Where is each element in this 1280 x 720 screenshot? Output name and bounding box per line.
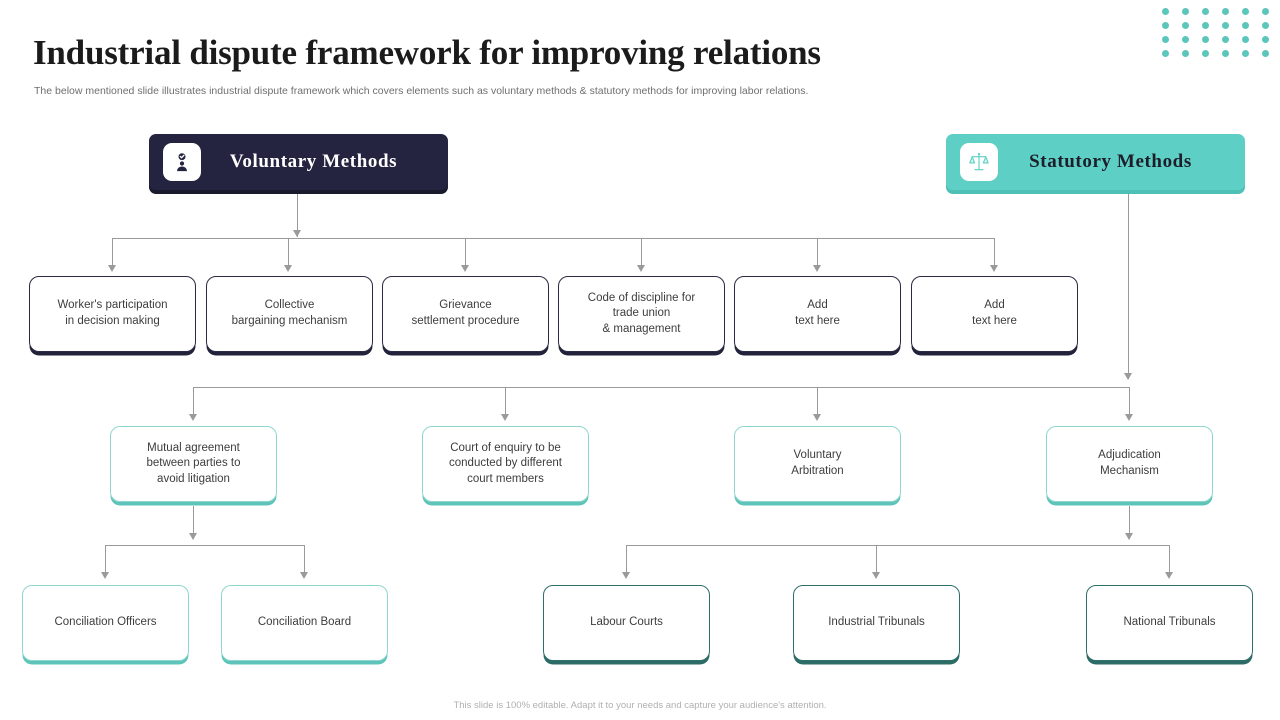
node-national-tribunals[interactable]: National Tribunals xyxy=(1086,585,1253,661)
decorative-dot xyxy=(1222,8,1229,15)
connector-conciliation-arrow-1 xyxy=(101,572,109,579)
connector-row1-arrow-1 xyxy=(108,265,116,272)
node-voluntary-1[interactable]: Worker's participation in decision makin… xyxy=(29,276,196,352)
category-voluntary-methods[interactable]: Voluntary Methods xyxy=(149,134,448,190)
connector-conciliation-stem-arrow xyxy=(189,533,197,540)
connector-row1-arrow-2 xyxy=(284,265,292,272)
node-industrial-tribunals[interactable]: Industrial Tribunals xyxy=(793,585,960,661)
connector-row2-arrow-1 xyxy=(189,414,197,421)
category-statutory-label: Statutory Methods xyxy=(1029,151,1192,172)
decorative-dot-grid xyxy=(1162,8,1280,64)
scales-of-justice-icon xyxy=(960,143,998,181)
connector-row1-drop-6 xyxy=(994,238,995,270)
node-labour-courts[interactable]: Labour Courts xyxy=(543,585,710,661)
node-voluntary-2[interactable]: Collective bargaining mechanism xyxy=(206,276,373,352)
connector-row2-drop-4 xyxy=(1129,387,1130,419)
connector-conciliation-drop-2 xyxy=(304,545,305,577)
node-conciliation-board[interactable]: Conciliation Board xyxy=(221,585,388,661)
node-statutory-1[interactable]: Mutual agreement between parties to avoi… xyxy=(110,426,277,502)
person-check-icon xyxy=(163,143,201,181)
connector-adjudication-arrow-2 xyxy=(872,572,880,579)
connector-conciliation-arrow-2 xyxy=(300,572,308,579)
connector-row2-bus xyxy=(193,387,1130,388)
connector-row2-arrow-2 xyxy=(501,414,509,421)
connector-row1-arrow-3 xyxy=(461,265,469,272)
decorative-dot xyxy=(1162,22,1169,29)
node-statutory-2[interactable]: Court of enquiry to be conducted by diff… xyxy=(422,426,589,502)
connector-row2-drop-2 xyxy=(505,387,506,419)
connector-adjudication-drop-2 xyxy=(876,545,877,577)
decorative-dot xyxy=(1242,50,1249,57)
decorative-dot xyxy=(1182,50,1189,57)
connector-row2-drop-3 xyxy=(817,387,818,419)
decorative-dot xyxy=(1262,50,1269,57)
node-voluntary-3[interactable]: Grievance settlement procedure xyxy=(382,276,549,352)
node-voluntary-4[interactable]: Code of discipline for trade union & man… xyxy=(558,276,725,352)
connector-conciliation-stem xyxy=(193,506,194,539)
decorative-dot xyxy=(1182,8,1189,15)
decorative-dot xyxy=(1202,22,1209,29)
decorative-dot xyxy=(1262,8,1269,15)
decorative-dot xyxy=(1222,22,1229,29)
connector-conciliation-drop-1 xyxy=(105,545,106,577)
node-conciliation-officers[interactable]: Conciliation Officers xyxy=(22,585,189,661)
decorative-dot xyxy=(1242,22,1249,29)
connector-row1-drop-2 xyxy=(288,238,289,270)
connector-row2-drop-1 xyxy=(193,387,194,419)
connector-statutory-stem xyxy=(1128,194,1129,379)
decorative-dot xyxy=(1222,36,1229,43)
connector-adjudication-arrow-1 xyxy=(622,572,630,579)
connector-statutory-stem-arrow xyxy=(1124,373,1132,380)
connector-adjudication-drop-1 xyxy=(626,545,627,577)
page-title: Industrial dispute framework for improvi… xyxy=(33,33,821,72)
connector-row2-arrow-3 xyxy=(813,414,821,421)
node-statutory-3[interactable]: Voluntary Arbitration xyxy=(734,426,901,502)
page-subtitle: The below mentioned slide illustrates in… xyxy=(34,85,809,97)
connector-adjudication-arrow-3 xyxy=(1165,572,1173,579)
connector-row1-drop-5 xyxy=(817,238,818,270)
connector-row2-arrow-4 xyxy=(1125,414,1133,421)
connector-voluntary-stem xyxy=(297,194,298,237)
connector-row1-arrow-5 xyxy=(813,265,821,272)
decorative-dot xyxy=(1222,50,1229,57)
decorative-dot xyxy=(1162,50,1169,57)
connector-voluntary-stem-arrow xyxy=(293,230,301,237)
footer-note: This slide is 100% editable. Adapt it to… xyxy=(453,700,827,711)
decorative-dot xyxy=(1162,36,1169,43)
decorative-dot xyxy=(1262,36,1269,43)
decorative-dot xyxy=(1242,8,1249,15)
decorative-dot xyxy=(1182,36,1189,43)
category-voluntary-label: Voluntary Methods xyxy=(229,151,398,172)
node-voluntary-5[interactable]: Add text here xyxy=(734,276,901,352)
connector-conciliation-bus xyxy=(105,545,304,546)
node-statutory-4[interactable]: Adjudication Mechanism xyxy=(1046,426,1213,502)
decorative-dot xyxy=(1202,8,1209,15)
decorative-dot xyxy=(1262,22,1269,29)
decorative-dot xyxy=(1202,50,1209,57)
connector-row1-drop-4 xyxy=(641,238,642,270)
connector-adjudication-stem xyxy=(1129,506,1130,539)
connector-row1-bus xyxy=(112,238,994,239)
decorative-dot xyxy=(1242,36,1249,43)
node-voluntary-6[interactable]: Add text here xyxy=(911,276,1078,352)
connector-adjudication-bus xyxy=(626,545,1169,546)
connector-row1-drop-3 xyxy=(465,238,466,270)
connector-adjudication-drop-3 xyxy=(1169,545,1170,577)
connector-row1-drop-1 xyxy=(112,238,113,270)
connector-adjudication-stem-arrow xyxy=(1125,533,1133,540)
decorative-dot xyxy=(1162,8,1169,15)
decorative-dot xyxy=(1182,22,1189,29)
category-statutory-methods[interactable]: Statutory Methods xyxy=(946,134,1245,190)
decorative-dot xyxy=(1202,36,1209,43)
connector-row1-arrow-4 xyxy=(637,265,645,272)
connector-row1-arrow-6 xyxy=(990,265,998,272)
